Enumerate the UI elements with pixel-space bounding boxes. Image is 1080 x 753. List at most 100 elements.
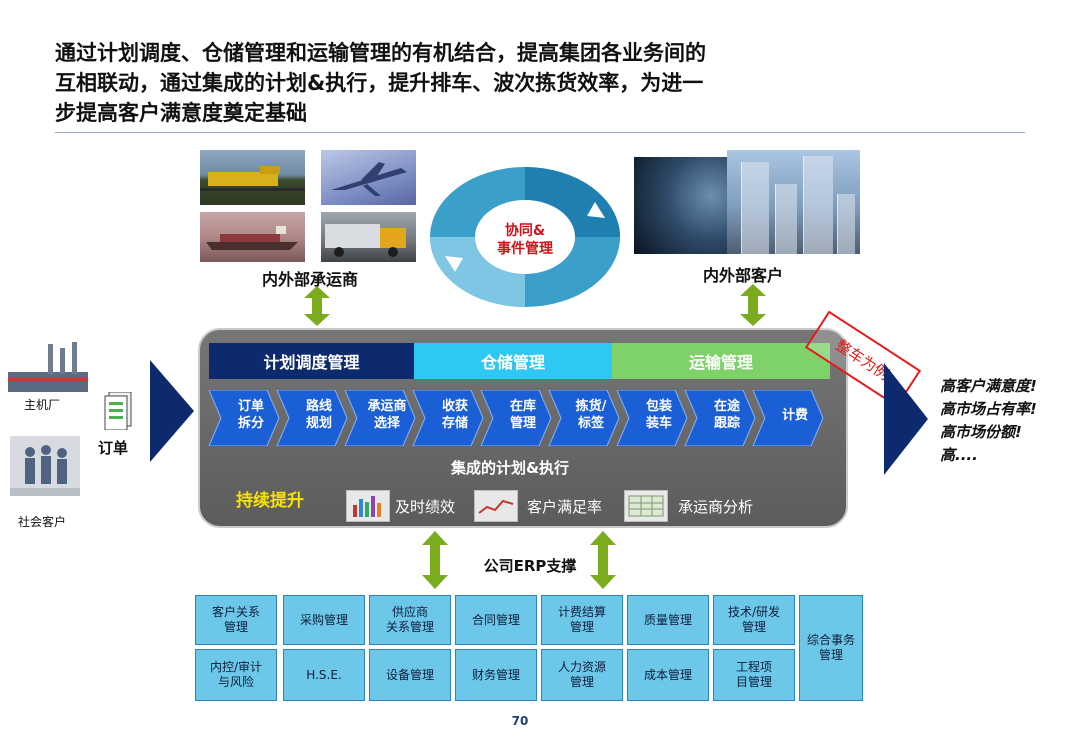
step-4-line-1: 收获 — [441, 399, 468, 414]
title-line-3: 步提高客户满意度奠定基础 — [55, 101, 307, 125]
step-9-line-1: 计费 — [781, 408, 808, 423]
step-chevron-4 — [412, 390, 484, 446]
line-chart-icon — [474, 490, 518, 522]
page-title: 通过计划调度、仓储管理和运输管理的有机结合，提高集团各业务间的 互相联动，通过集… — [55, 38, 855, 128]
erp-module-equipment: 设备管理 — [369, 649, 451, 701]
erp-module-hse: H.S.E. — [283, 649, 365, 701]
title-divider — [55, 132, 1025, 133]
step-1-line-1: 订单 — [237, 399, 264, 414]
building-1 — [741, 162, 769, 254]
table-chart-graphic — [628, 495, 664, 517]
outcome-satisfaction: 高客户满意度! — [940, 377, 1037, 395]
page-number: 70 — [511, 714, 529, 728]
integrated-plan-execution-label: 集成的计划&执行 — [450, 459, 570, 477]
step-6-line-1: 拣货/ — [575, 399, 607, 414]
coordination-cycle-diagram — [430, 167, 620, 307]
bar-chart-graphic — [353, 496, 381, 517]
building-2 — [775, 184, 797, 254]
ship-shape — [206, 226, 298, 250]
step-chevron-2 — [276, 390, 348, 446]
cycle-arrow-2 — [445, 256, 463, 272]
city-photo — [727, 150, 860, 254]
step-5-line-1: 在库 — [509, 399, 536, 414]
erp-module-crm: 客户关系 管理 — [195, 595, 277, 645]
step-carrier-selection: 承运商 选择 — [362, 398, 412, 432]
outcomes-list: 高客户满意度! 高市场占有率! 高市场份额! 高.... — [940, 375, 1080, 467]
step-4-line-2: 存储 — [441, 416, 468, 431]
coordination-label-line-1: 协同& — [504, 223, 546, 239]
continuous-improvement-label: 持续提升 — [236, 491, 304, 511]
step-picking-labeling: 拣货/ 标签 — [566, 398, 616, 432]
step-chevron-6 — [548, 390, 620, 446]
plane-photo — [321, 150, 416, 205]
order-document-icon — [104, 392, 132, 430]
erp-module-billing-settlement: 计费结算 管理 — [541, 595, 623, 645]
cycle-segment-1 — [525, 167, 620, 237]
train-shape — [200, 166, 305, 191]
truck-photo — [321, 212, 416, 262]
step-route-planning: 路线 规划 — [294, 398, 344, 432]
step-chevron-8 — [684, 390, 756, 446]
erp-module-cost: 成本管理 — [627, 649, 709, 701]
step-order-split: 订单 拆分 — [226, 398, 276, 432]
erp-module-internal-control: 内控/审计 与风险 — [195, 649, 277, 701]
coordination-label-line-2: 事件管理 — [497, 241, 553, 257]
factory-icon — [8, 342, 88, 392]
step-6-line-2: 标签 — [577, 416, 604, 431]
kpi-customer-fulfillment-rate: 客户满足率 — [527, 498, 603, 516]
step-8-line-2: 跟踪 — [713, 416, 740, 431]
customers-label: 内外部客户 — [703, 266, 784, 285]
warehouse-band: 仓储管理 — [414, 343, 612, 379]
erp-module-procurement: 采购管理 — [283, 595, 365, 645]
step-3-line-1: 承运商 — [367, 399, 407, 414]
step-inventory-management: 在库 管理 — [498, 398, 548, 432]
line-chart-graphic — [478, 499, 514, 514]
step-1-line-2: 拆分 — [237, 416, 264, 431]
step-8-line-1: 在途 — [713, 399, 740, 414]
coordination-label: 协同& 事件管理 — [480, 222, 570, 258]
building-3 — [803, 156, 833, 254]
step-3-line-2: 选择 — [373, 416, 400, 431]
carriers-connector-arrow — [304, 286, 330, 326]
erp-module-quality: 质量管理 — [627, 595, 709, 645]
step-chevron-3 — [344, 390, 416, 446]
kpi-on-time-performance: 及时绩效 — [395, 498, 456, 516]
erp-module-supplier-relations: 供应商 关系管理 — [369, 595, 451, 645]
erp-module-tech-rnd: 技术/研发 管理 — [713, 595, 795, 645]
step-packing-loading: 包装 装车 — [634, 398, 684, 432]
step-chevron-5 — [480, 390, 552, 446]
cycle-segment-2 — [430, 237, 525, 307]
process-steps — [209, 390, 824, 446]
outcome-more: 高.... — [940, 446, 978, 464]
bar-chart-icon — [346, 490, 390, 522]
erp-module-hr: 人力资源 管理 — [541, 649, 623, 701]
step-chevron-9 — [752, 390, 824, 446]
social-customers-label: 社会客户 — [18, 515, 67, 529]
step-2-line-1: 路线 — [305, 399, 332, 414]
erp-connector-arrow-left — [422, 531, 448, 589]
erp-module-grid: 客户关系 管理 采购管理 供应商 关系管理 合同管理 计费结算 管理 质量管理 … — [195, 595, 865, 705]
transport-band: 运输管理 — [612, 343, 830, 379]
erp-support-label: 公司ERP支撑 — [483, 557, 577, 575]
erp-connector-arrow-right — [590, 531, 616, 589]
plane-shape — [331, 162, 407, 196]
step-5-line-2: 管理 — [509, 416, 536, 431]
truck-shape — [325, 224, 406, 257]
erp-module-finance: 财务管理 — [455, 649, 537, 701]
outcome-market-share-rate: 高市场占有率! — [940, 400, 1037, 418]
table-chart-icon — [624, 490, 668, 522]
plan-dispatch-band: 计划调度管理 — [209, 343, 414, 379]
order-label: 订单 — [98, 439, 129, 457]
title-line-1: 通过计划调度、仓储管理和运输管理的有机结合，提高集团各业务间的 — [55, 41, 706, 65]
ship-photo — [200, 212, 305, 262]
customers-connector-arrow — [740, 284, 766, 326]
step-2-line-2: 规划 — [305, 416, 332, 431]
erp-module-contracts: 合同管理 — [455, 595, 537, 645]
step-chevron-7 — [616, 390, 688, 446]
erp-module-engineering-projects: 工程项 目管理 — [713, 649, 795, 701]
step-7-line-1: 包装 — [645, 399, 672, 414]
step-in-transit-tracking: 在途 跟踪 — [702, 398, 752, 432]
social-customers-icon — [10, 436, 80, 496]
output-chevron-arrow — [884, 363, 928, 475]
outcome-market-share: 高市场份额! — [940, 423, 1022, 441]
